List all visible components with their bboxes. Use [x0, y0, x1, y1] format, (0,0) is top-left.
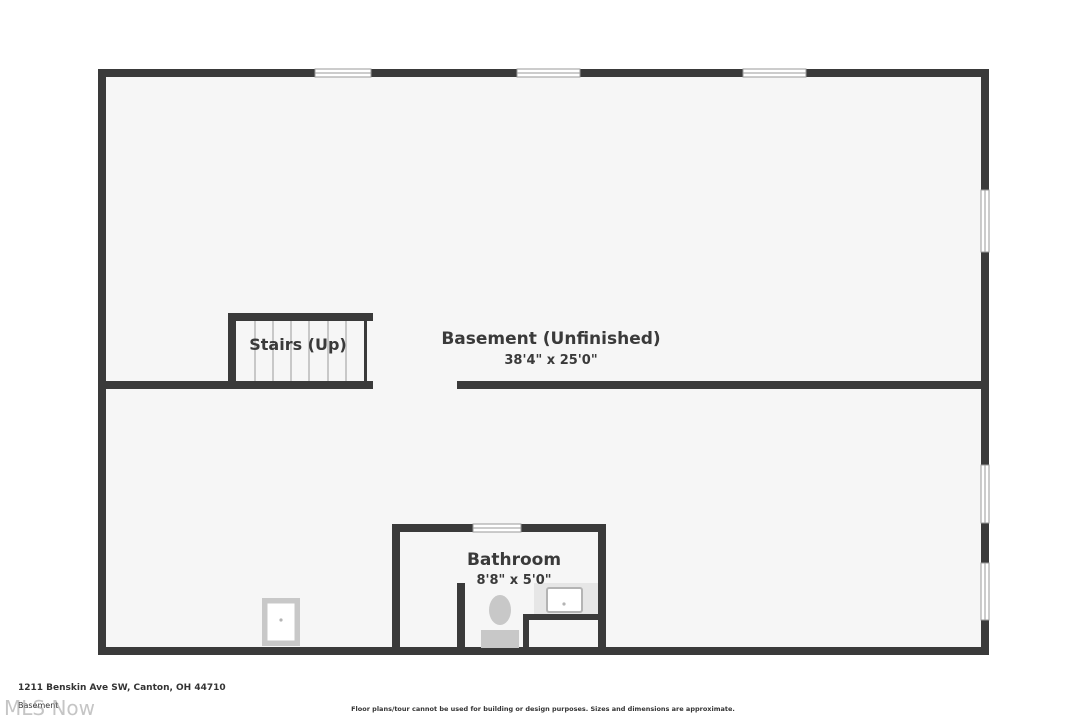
basement-room-dimensions: 38'4" x 25'0": [504, 353, 597, 368]
stairs-label: Stairs (Up): [249, 335, 347, 354]
floor-area: [102, 73, 985, 651]
windows-right: [980, 189, 990, 621]
windows-top: [314, 68, 807, 78]
property-address: 1211 Benskin Ave SW, Canton, OH 44710: [18, 683, 226, 693]
bathroom-room-name: Bathroom: [467, 550, 561, 570]
water-heater-icon: [262, 598, 300, 646]
bathroom-window: [472, 523, 522, 533]
interior-walls: [102, 381, 985, 389]
disclaimer-text: Floor plans/tour cannot be used for buil…: [351, 705, 735, 713]
bathroom-room-dimensions: 8'8" x 5'0": [476, 573, 551, 588]
floor-level-label: Basement: [18, 701, 59, 710]
sink-icon: [534, 583, 598, 614]
stairs: [228, 313, 373, 389]
basement-room-name: Basement (Unfinished): [441, 329, 660, 349]
toilet-icon: [481, 595, 519, 648]
mls-watermark: MLS Now: [4, 696, 96, 720]
